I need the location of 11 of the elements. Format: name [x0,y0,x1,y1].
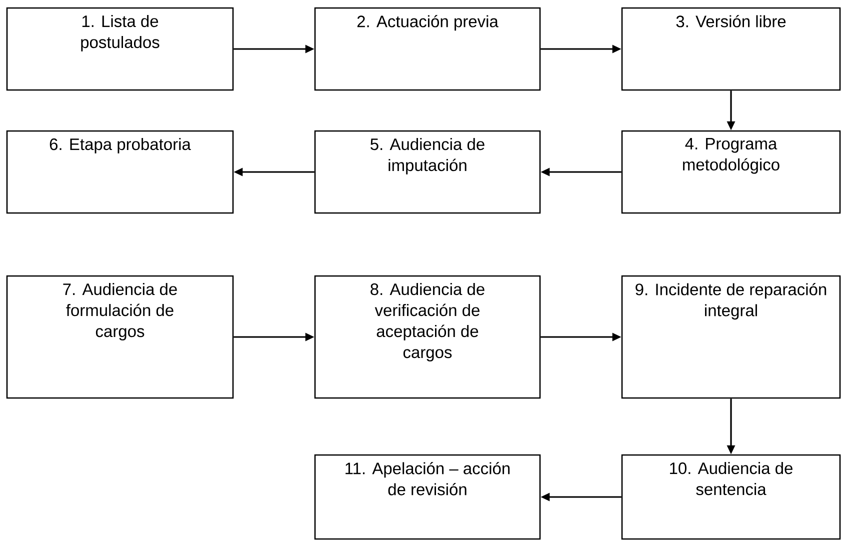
process-box: 10. Audiencia de sentencia [621,454,841,540]
process-box: 7. Audiencia de formulación de cargos [6,275,234,399]
process-box: 2. Actuación previa [314,7,541,91]
process-box: 3. Versión libre [621,7,841,91]
process-box: 9. Incidente de reparación integral [621,275,841,399]
process-box: 4. Programa metodológico [621,130,841,214]
process-box: 11. Apelación – acción de revisión [314,454,541,540]
process-box: 8. Audiencia de verificación de aceptación de cargos [314,275,541,399]
process-box: 5. Audiencia de imputación [314,130,541,214]
process-box: 1. Lista de postulados [6,7,234,91]
process-box: 6. Etapa probatoria [6,130,234,214]
